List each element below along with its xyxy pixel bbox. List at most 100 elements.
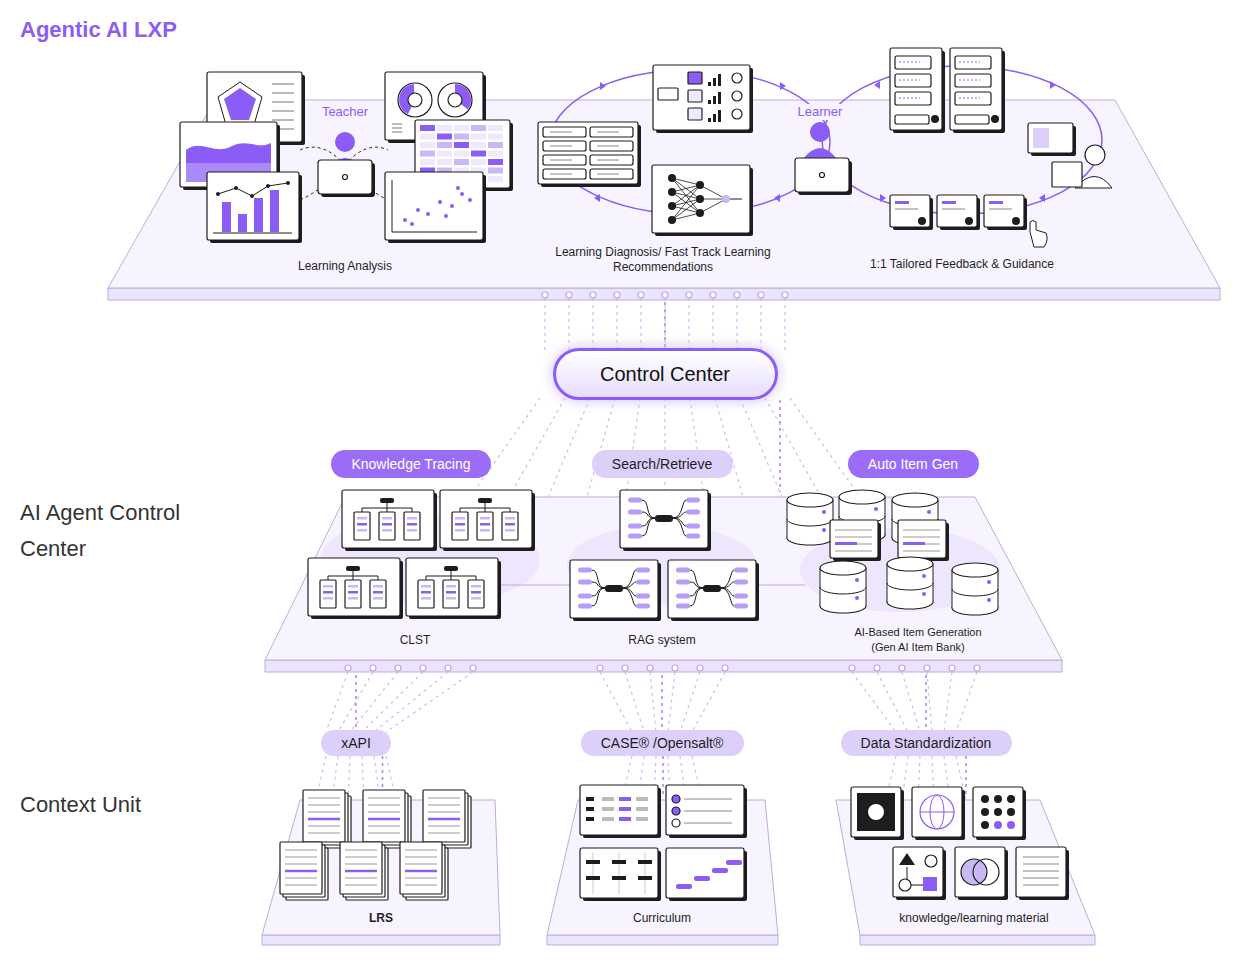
port-dot xyxy=(697,665,703,671)
mind-leaf xyxy=(676,594,690,599)
card xyxy=(342,490,434,548)
nn-node xyxy=(668,188,676,196)
leaf-line xyxy=(323,585,333,588)
dotted-wire xyxy=(548,398,590,497)
doc-line xyxy=(405,885,437,886)
check xyxy=(672,819,680,827)
dotted-wire xyxy=(956,672,977,732)
gantt-bar xyxy=(676,884,692,889)
leaf-line xyxy=(373,591,383,594)
doc-line xyxy=(405,870,437,873)
chat-input xyxy=(955,115,989,124)
doc-line xyxy=(428,798,460,799)
globe xyxy=(920,795,954,829)
card xyxy=(620,490,708,548)
chat-bubble xyxy=(895,56,931,69)
port-dot xyxy=(542,292,548,298)
mind-core xyxy=(655,515,673,522)
mind-leaf xyxy=(578,604,592,609)
radar-fill xyxy=(224,88,256,120)
nn-node xyxy=(696,209,704,217)
grid-dot xyxy=(1007,795,1015,803)
tree-leaf xyxy=(502,512,518,540)
nn-node xyxy=(696,195,704,203)
chat-bubble xyxy=(955,56,991,69)
card xyxy=(406,558,498,616)
dotted-wire xyxy=(688,298,689,350)
port-dot xyxy=(420,665,426,671)
leaf-line xyxy=(446,597,456,600)
leaf-line xyxy=(505,517,515,520)
card xyxy=(580,848,658,898)
scatter-dot xyxy=(444,214,448,218)
list-bullet xyxy=(586,817,594,821)
dotted-connector xyxy=(925,675,927,730)
diagram-title: Agentic AI LXP xyxy=(20,17,177,43)
gantt-bar xyxy=(712,868,728,873)
grid-dot xyxy=(981,795,989,803)
heat-cell xyxy=(454,134,469,140)
list-item xyxy=(590,169,633,179)
tree-root xyxy=(380,498,394,503)
scatter-dot xyxy=(456,186,460,190)
dotted-wire xyxy=(852,672,896,732)
mind-leaf xyxy=(628,498,642,503)
check-line xyxy=(684,811,732,812)
card xyxy=(1016,847,1066,897)
dotted-wire xyxy=(374,672,448,732)
nn-edge xyxy=(672,213,700,220)
tree-leaf xyxy=(468,580,484,608)
doc-line xyxy=(405,864,437,865)
heat-cell xyxy=(420,125,435,131)
mind-branch xyxy=(592,570,605,588)
tree-root xyxy=(478,498,492,503)
port-dot xyxy=(662,292,668,298)
legend-line xyxy=(392,124,402,125)
donut xyxy=(438,83,472,117)
nn-node xyxy=(668,216,676,224)
mind-branch xyxy=(623,588,636,606)
port-dot xyxy=(924,665,930,671)
doc-mark xyxy=(835,542,857,545)
mind-branch xyxy=(623,570,636,588)
legend-line xyxy=(392,128,402,129)
leaf-line xyxy=(421,591,431,594)
node-circle xyxy=(899,879,911,891)
heat-cell xyxy=(488,134,503,140)
tree-leaf xyxy=(345,580,361,608)
port-dot xyxy=(597,665,603,671)
doc-line xyxy=(903,551,940,552)
list-bullet xyxy=(586,797,594,801)
heat-cell xyxy=(454,125,469,131)
doc-line xyxy=(835,551,872,552)
dotted-connector xyxy=(661,675,663,730)
dotted-wire xyxy=(386,672,473,732)
platform-caption: Learning Analysis xyxy=(265,259,425,274)
tree-leaf xyxy=(452,512,468,540)
go-button xyxy=(965,217,973,225)
dotted-wire xyxy=(927,672,932,732)
grid-cell xyxy=(612,876,626,880)
card xyxy=(666,848,744,898)
grid-cell xyxy=(602,807,614,811)
open-book xyxy=(1052,162,1082,187)
grid-dot xyxy=(994,821,1002,829)
chat-line xyxy=(959,98,980,99)
trend-line xyxy=(218,183,288,196)
doc-line xyxy=(1023,885,1059,886)
mind-leaf xyxy=(676,580,690,585)
leaf-line xyxy=(407,523,417,526)
mind-leaf xyxy=(628,510,642,515)
card xyxy=(653,65,750,130)
tree-leaf xyxy=(404,512,420,540)
nn-node xyxy=(722,195,730,203)
dotted-wire xyxy=(690,398,704,497)
leaf-line xyxy=(407,529,417,532)
list-item xyxy=(590,155,633,165)
port-dot xyxy=(345,665,351,671)
tag-pill: Knowledge Tracing xyxy=(331,450,491,478)
port-dot xyxy=(638,292,644,298)
reader-head xyxy=(1085,145,1105,165)
pill-label: xAPI xyxy=(341,735,371,751)
heat-cell xyxy=(437,142,452,148)
